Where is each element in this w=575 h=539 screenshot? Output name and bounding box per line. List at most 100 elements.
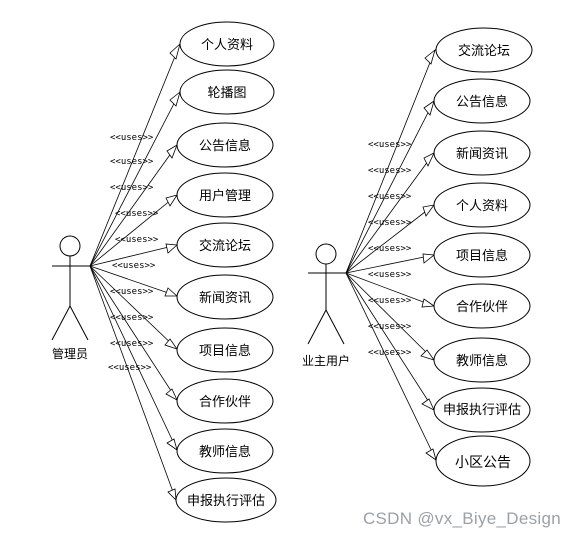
use-case-owner-7[interactable]: 申报执行评估 (421, 387, 531, 433)
assoc-line (89, 43, 181, 267)
use-case-admin-6[interactable]: 项目信息 (164, 327, 274, 373)
assoc-line (345, 204, 435, 274)
arrow-head (422, 204, 435, 217)
assoc-admin-9: <<uses>> (89, 265, 177, 501)
watermark: CSDN @vx_Biye_Design (362, 509, 561, 528)
use-case-owner-5[interactable]: 合作伙伴 (421, 283, 531, 329)
stereotype-label: <<uses>> (110, 313, 154, 323)
use-case-owner-3[interactable]: 个人资料 (422, 182, 531, 228)
assoc-owner-4: <<uses>> (345, 244, 435, 274)
use-case-owner-0[interactable]: 交流论坛 (424, 27, 533, 73)
use-case-label: 教师信息 (199, 444, 251, 460)
assoc-owner-7: <<uses>> (345, 272, 435, 411)
use-case-admin-5[interactable]: 新闻资讯 (164, 274, 274, 320)
use-case-label: 合作伙伴 (456, 300, 508, 315)
stereotype-label: <<uses>> (368, 322, 412, 332)
use-case-label: 用户管理 (199, 188, 251, 204)
use-case-owner-1[interactable]: 公告信息 (423, 78, 531, 124)
use-case-label: 项目信息 (456, 248, 508, 264)
stereotype-label: <<uses>> (108, 363, 152, 373)
use-case-label: 新闻资讯 (456, 146, 508, 162)
use-case-admin-3[interactable]: 用户管理 (165, 172, 274, 218)
use-case-ellipse (176, 122, 274, 168)
use-case-label: 教师信息 (456, 353, 508, 369)
arrow-head (167, 488, 177, 502)
actor-admin: 管理员 (51, 235, 90, 361)
assoc-owner-2: <<uses>> (345, 152, 435, 274)
assoc-line (89, 194, 178, 267)
use-case-admin-8[interactable]: 教师信息 (166, 428, 274, 474)
use-case-owner-2[interactable]: 新闻资讯 (423, 130, 531, 176)
owner-associations: <<uses>> <<uses>> <<uses>> <<uses>> <<us… (345, 49, 437, 461)
assoc-admin-1: <<uses>> (89, 91, 181, 267)
arrow-head (424, 48, 436, 65)
admin-use-cases: 个人资料 轮播图 公告信息 用户管理 交流论坛 新闻资讯 (164, 21, 277, 523)
use-case-owner-4[interactable]: 项目信息 (422, 232, 531, 278)
stereotype-label: <<uses>> (368, 348, 412, 358)
arrow-head (421, 298, 436, 308)
assoc-line (345, 272, 437, 461)
assoc-owner-8: <<uses>> (345, 272, 437, 461)
actor-admin-label: 管理员 (52, 346, 88, 361)
arrow-head (165, 388, 178, 401)
use-case-label: 个人资料 (201, 38, 253, 53)
arrow-head (166, 438, 178, 451)
use-case-admin-1[interactable]: 轮播图 (169, 69, 275, 115)
actor-admin-head (59, 235, 81, 257)
actor-owner-left-leg (307, 309, 327, 345)
assoc-line (345, 100, 435, 274)
use-case-label: 交流论坛 (199, 238, 251, 254)
assoc-admin-6: <<uses>> (89, 265, 178, 350)
actor-owner: 业主用户 (302, 243, 350, 368)
use-case-admin-0[interactable]: 个人资料 (169, 21, 275, 67)
use-case-label: 申报执行评估 (443, 403, 521, 418)
stereotype-label: <<uses>> (368, 166, 412, 176)
use-case-owner-6[interactable]: 教师信息 (420, 337, 531, 383)
use-case-label: 轮播图 (207, 86, 246, 101)
use-case-owner-8[interactable]: 小区公告 (425, 435, 531, 487)
use-case-ellipse (435, 27, 533, 73)
use-case-admin-4[interactable]: 交流论坛 (165, 222, 274, 268)
admin-associations: <<uses>> <<uses>> <<uses>> <<uses>> <<us… (89, 43, 181, 501)
assoc-line (345, 272, 435, 411)
use-case-ellipse (433, 130, 531, 176)
assoc-line (89, 265, 178, 350)
use-case-ellipse (179, 21, 275, 67)
use-case-ellipse (433, 337, 531, 383)
assoc-admin-3: <<uses>> (89, 194, 178, 267)
use-case-admin-7[interactable]: 合作伙伴 (165, 378, 274, 424)
stereotype-label: <<uses>> (112, 261, 156, 271)
arrow-head (166, 144, 178, 159)
arrow-head (420, 349, 435, 361)
use-case-ellipse (433, 232, 531, 278)
assoc-line (89, 265, 178, 297)
stereotype-label: <<uses>> (115, 209, 159, 219)
arrow-head (421, 398, 435, 411)
use-case-admin-9[interactable]: 申报执行评估 (167, 477, 277, 523)
assoc-admin-0: <<uses>> (89, 43, 181, 267)
actor-admin-right-leg (69, 305, 89, 341)
use-case-label: 项目信息 (199, 343, 251, 359)
use-case-label: 公告信息 (199, 138, 251, 154)
use-case-ellipse (176, 172, 274, 218)
stereotype-label: <<uses>> (110, 157, 154, 167)
arrow-head (164, 287, 179, 297)
stereotype-label: <<uses>> (110, 133, 154, 143)
arrow-head (422, 253, 436, 264)
use-case-admin-2[interactable]: 公告信息 (166, 122, 274, 168)
arrow-head (423, 100, 435, 116)
stereotype-label: <<uses>> (368, 270, 412, 280)
assoc-admin-2: <<uses>> (89, 144, 178, 267)
arrow-head (164, 338, 179, 350)
owner-use-cases: 交流论坛 公告信息 新闻资讯 个人资料 项目信息 合作伙伴 (420, 27, 533, 487)
stereotype-label: <<uses>> (368, 244, 412, 254)
arrow-head (423, 152, 435, 167)
actor-owner-label: 业主用户 (302, 353, 350, 368)
use-case-ellipse (179, 69, 275, 115)
arrow-head (425, 448, 437, 461)
actor-owner-right-leg (325, 309, 345, 345)
use-case-ellipse (176, 222, 274, 268)
stereotype-label: <<uses>> (368, 218, 412, 228)
assoc-line (89, 265, 178, 451)
